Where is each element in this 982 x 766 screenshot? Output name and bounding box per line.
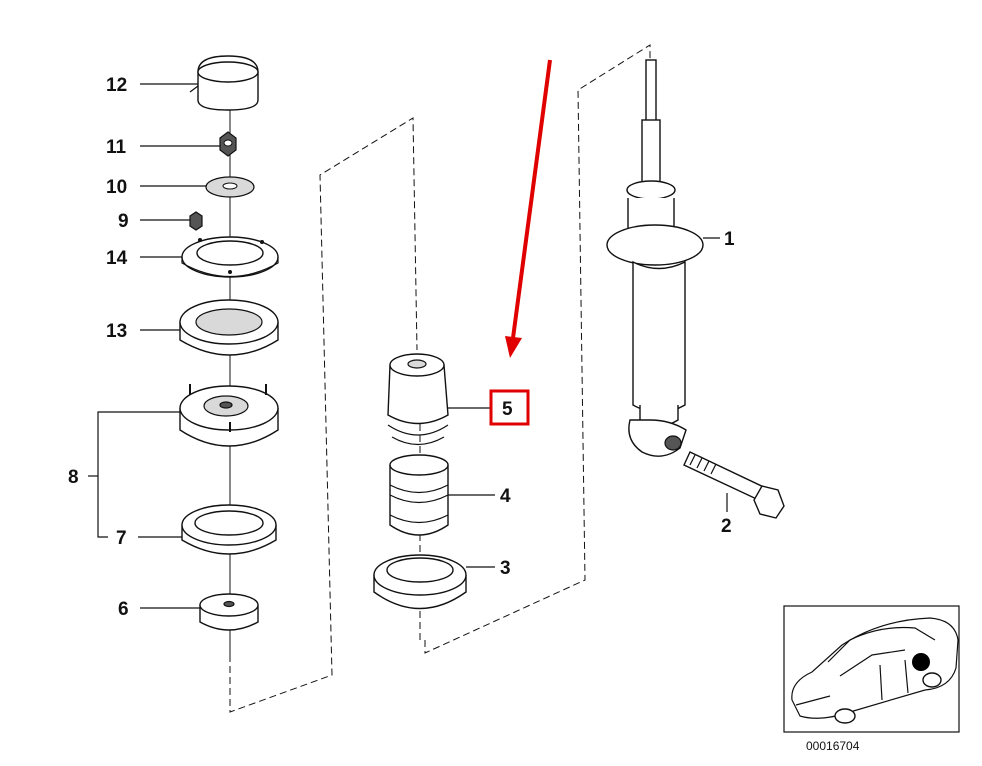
red-arrow	[505, 59, 552, 358]
part-2-bolt	[683, 451, 785, 519]
callout-10: 10	[106, 177, 127, 198]
callout-8: 8	[68, 467, 79, 488]
part-14-plate	[181, 236, 279, 278]
leader-8	[97, 411, 180, 538]
callout-2: 2	[721, 516, 732, 537]
part-3-spring-seat	[373, 554, 467, 610]
axis-right-stack	[424, 44, 651, 654]
callout-3: 3	[500, 558, 511, 579]
part-4-dust-boot	[389, 454, 449, 536]
callout-7: 7	[116, 528, 127, 549]
part-8-strut-mount	[179, 384, 279, 447]
highlight-box	[489, 389, 530, 426]
callout-numbers: 12 11 10 9 14 13 8 7 6 5 4 3 1 2	[68, 75, 735, 620]
part-1-shock-absorber	[606, 59, 704, 457]
callout-13: 13	[106, 321, 127, 342]
part-12-cap	[189, 55, 259, 111]
car-locator-inset	[783, 605, 960, 733]
callout-5: 5	[502, 399, 513, 420]
part-10-washer	[205, 176, 255, 198]
location-dot-icon	[912, 653, 930, 671]
callout-1: 1	[724, 229, 735, 250]
leader-lines	[88, 83, 728, 609]
callout-14: 14	[106, 248, 128, 269]
reference-number: 00016704	[806, 739, 860, 753]
part-6-cup	[199, 593, 259, 631]
part-13-ring	[179, 299, 279, 356]
car-location-icon	[791, 617, 959, 724]
part-9-small-nut	[189, 211, 203, 231]
callout-4: 4	[500, 486, 511, 507]
part-7-ring	[181, 504, 277, 555]
callout-11: 11	[106, 137, 127, 158]
callout-9: 9	[118, 211, 129, 232]
part-11-nut	[219, 131, 237, 157]
callout-6: 6	[118, 599, 129, 620]
part-5-bump-stop	[387, 353, 449, 446]
callout-12: 12	[106, 75, 127, 96]
